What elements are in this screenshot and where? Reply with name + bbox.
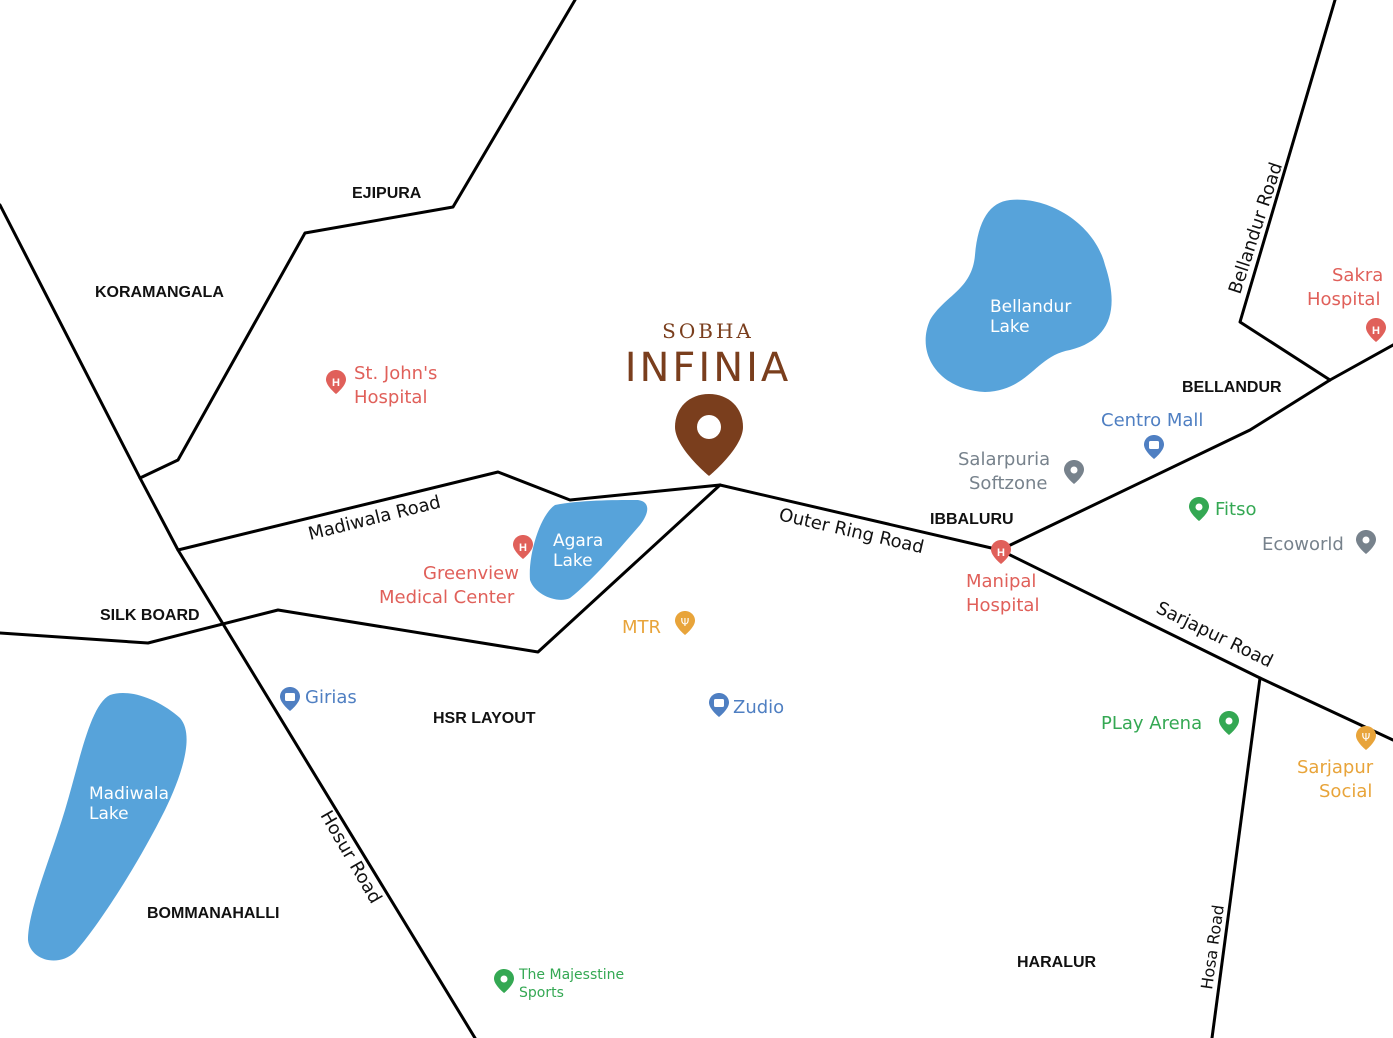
poi-label-majesstine-1: The Majesstine	[518, 967, 624, 983]
hospital-h-glyph: H	[332, 377, 340, 389]
poi-label-st-johns-1: St. John's	[354, 363, 437, 384]
bellandur-lake	[925, 199, 1112, 392]
sports-pin-dot	[1225, 717, 1233, 725]
poi-label-sarjapur-social-1: Sarjapur	[1297, 757, 1374, 778]
shopping-bag-glyph	[714, 699, 724, 707]
poi-label-zudio: Zudio	[733, 697, 784, 718]
road-hosur[interactable]	[0, 203, 477, 1038]
area-koramangala: KORAMANGALA	[95, 284, 224, 301]
area-ibbaluru: IBBALURU	[930, 511, 1014, 528]
area-labels: EJIPURA KORAMANGALA SILK BOARD HSR LAYOU…	[95, 185, 1282, 971]
area-silk-board: SILK BOARD	[100, 607, 200, 624]
area-hsr-layout: HSR LAYOUT	[433, 710, 536, 727]
road-label-hosur: Hosur Road	[316, 807, 386, 907]
poi-label-sarjapur-social-2: Social	[1319, 781, 1372, 802]
shopping-bag-glyph	[1149, 441, 1159, 449]
madiwala-lake	[28, 692, 187, 961]
place-pin-dot	[1362, 536, 1370, 544]
lake-label-madiwala-1: Madiwala	[89, 784, 169, 804]
poi-greenview-medical[interactable]: H Greenview Medical Center	[379, 535, 533, 608]
lake-label-madiwala-2: Lake	[89, 804, 129, 824]
area-bellandur: BELLANDUR	[1182, 379, 1282, 396]
poi-centro-mall[interactable]: Centro Mall	[1101, 410, 1203, 459]
poi-mtr[interactable]: MTR Ψ	[622, 611, 695, 638]
lake-label-bellandur-2: Lake	[990, 317, 1030, 337]
poi-sarjapur-social[interactable]: Ψ Sarjapur Social	[1297, 726, 1376, 802]
road-madiwala[interactable]	[176, 470, 722, 552]
road-to-bellandur[interactable]	[998, 343, 1393, 552]
poi-label-salarpuria-2: Softzone	[969, 473, 1047, 494]
road-sarjapur[interactable]	[998, 548, 1393, 742]
poi-label-centro: Centro Mall	[1101, 410, 1203, 431]
poi-label-greenview-1: Greenview	[423, 563, 519, 584]
hospital-h-glyph: H	[1372, 325, 1380, 337]
poi-label-st-johns-2: Hospital	[354, 387, 427, 408]
road-silk-board-west[interactable]	[0, 483, 722, 654]
poi-majesstine-sports[interactable]: The Majesstine Sports	[494, 967, 624, 1001]
poi-label-girias: Girias	[305, 687, 357, 708]
poi-girias[interactable]: Girias	[280, 687, 357, 711]
road-outer-ring[interactable]	[718, 483, 1002, 552]
road-label-bellandur: Bellandur Road	[1225, 160, 1287, 297]
sports-pin-dot	[500, 975, 508, 983]
poi-play-arena[interactable]: PLay Arena	[1101, 711, 1239, 735]
shopping-bag-glyph	[285, 693, 295, 701]
poi-label-ecoworld: Ecoworld	[1262, 534, 1344, 555]
poi-label-mtr: MTR	[622, 617, 661, 638]
pois: H St. John's Hospital H Greenview Medica…	[280, 265, 1386, 1001]
poi-st-johns-hospital[interactable]: H St. John's Hospital	[326, 363, 437, 408]
poi-label-sakra-2: Hospital	[1307, 289, 1380, 310]
location-pin-dot	[697, 415, 721, 439]
project-marker[interactable]: SOBHA INFINIA	[625, 319, 792, 476]
lake-labels: Bellandur Lake Agara Lake Madiwala Lake	[89, 297, 1071, 824]
poi-label-play-arena: PLay Arena	[1101, 713, 1202, 734]
hospital-h-glyph: H	[997, 547, 1005, 559]
lake-label-bellandur-1: Bellandur	[990, 297, 1071, 317]
hospital-h-glyph: H	[519, 542, 527, 554]
road-bellandur[interactable]	[1238, 0, 1337, 382]
poi-label-sakra-1: Sakra	[1332, 265, 1383, 286]
road-ejipura[interactable]	[138, 0, 577, 480]
poi-sakra-hospital[interactable]: Sakra Hospital H	[1307, 265, 1386, 342]
sports-pin-dot	[1195, 503, 1203, 511]
brand-small-text: SOBHA	[662, 319, 754, 343]
lake-label-agara-1: Agara	[553, 531, 603, 551]
lakes	[28, 199, 1112, 961]
poi-fitso[interactable]: Fitso	[1189, 497, 1257, 521]
poi-label-greenview-2: Medical Center	[379, 587, 515, 608]
road-label-madiwala: Madiwala Road	[306, 492, 443, 545]
restaurant-fork-glyph: Ψ	[681, 616, 690, 629]
agara-lake	[529, 500, 648, 600]
poi-manipal-hospital[interactable]: H Manipal Hospital	[966, 540, 1039, 616]
brand-big-text: INFINIA	[625, 345, 792, 391]
road-hosa[interactable]	[1210, 676, 1262, 1038]
poi-label-fitso: Fitso	[1215, 499, 1257, 520]
poi-label-manipal-2: Hospital	[966, 595, 1039, 616]
restaurant-fork-glyph: Ψ	[1362, 731, 1371, 744]
poi-salarpuria-softzone[interactable]: Salarpuria Softzone	[958, 449, 1084, 494]
poi-ecoworld[interactable]: Ecoworld	[1262, 530, 1376, 555]
lake-label-agara-2: Lake	[553, 551, 593, 571]
poi-label-salarpuria-1: Salarpuria	[958, 449, 1050, 470]
area-ejipura: EJIPURA	[352, 185, 422, 202]
area-haralur: HARALUR	[1017, 954, 1097, 971]
poi-label-manipal-1: Manipal	[966, 571, 1036, 592]
poi-zudio[interactable]: Zudio	[709, 693, 784, 718]
poi-label-majesstine-2: Sports	[519, 985, 564, 1001]
road-label-outer-ring: Outer Ring Road	[777, 504, 926, 558]
place-pin-dot	[1070, 466, 1078, 474]
area-bommanahalli: BOMMANAHALLI	[147, 905, 279, 922]
